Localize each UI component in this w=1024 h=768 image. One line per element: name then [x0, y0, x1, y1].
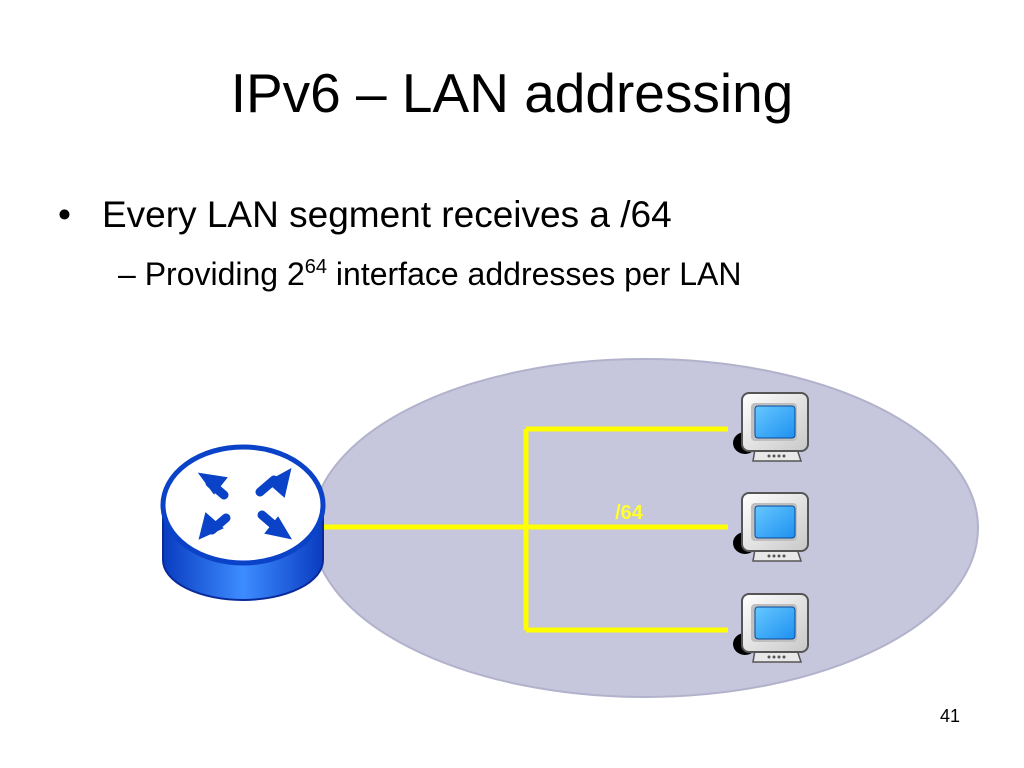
host-computer-icon: [732, 492, 809, 562]
host-computer-icon: [732, 593, 809, 663]
lan-wiring: [318, 426, 728, 633]
slide-title: IPv6 – LAN addressing: [230, 62, 794, 124]
lan-prefix-label: /64: [615, 502, 644, 524]
sub-bullet-marker: –: [118, 256, 136, 292]
bullet-marker: •: [58, 194, 71, 235]
bullet-item: • Every LAN segment receives a /64: [58, 192, 672, 238]
host-computer-icon: [732, 392, 809, 462]
sub-bullet-prefix: Providing 2: [144, 256, 305, 292]
sub-bullet-item: – Providing 264 interface addresses per …: [118, 253, 741, 295]
sub-bullet-suffix: interface addresses per LAN: [327, 256, 742, 292]
bullet-text: Every LAN segment receives a /64: [102, 194, 672, 235]
page-number: 41: [939, 706, 961, 726]
router-icon: [160, 444, 326, 601]
exponent: 64: [304, 256, 328, 278]
